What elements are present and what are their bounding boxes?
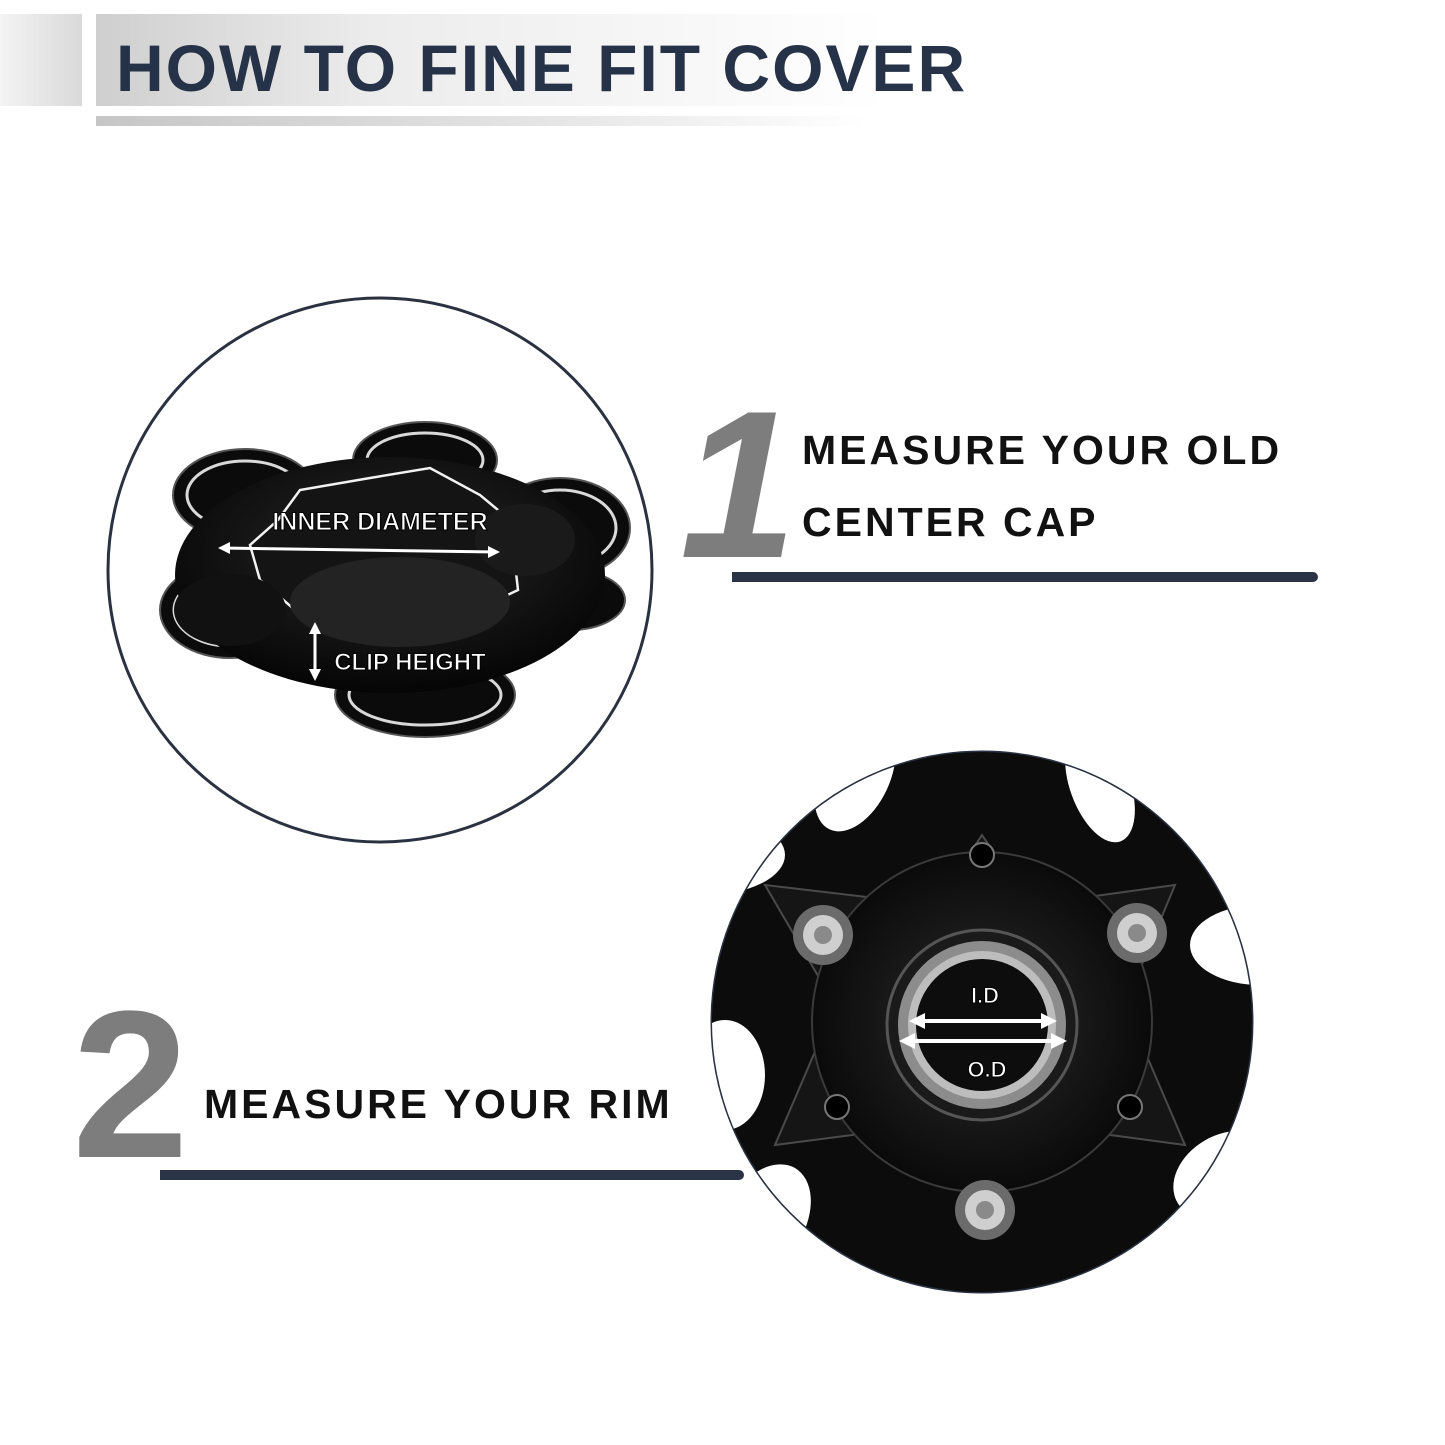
step-2-underline — [160, 1170, 744, 1180]
od-label: O.D — [967, 1057, 1006, 1082]
step-1-underline — [732, 572, 1318, 582]
id-label: I.D — [971, 983, 999, 1008]
center-cap-image: INNER DIAMETER CLIP HEIGHT — [106, 296, 654, 844]
step-2-number: 2 — [72, 967, 189, 1202]
rim-image: I.D O.D — [710, 750, 1254, 1294]
page-title: HOW TO FINE FIT COVER — [116, 31, 968, 105]
center-bore — [916, 959, 1048, 1091]
header-underline — [96, 116, 866, 126]
step-1-line-2: CENTER CAP — [802, 499, 1099, 545]
inner-diameter-arrow — [221, 546, 497, 554]
lug-nuts — [793, 842, 1167, 1240]
header-side-block — [0, 14, 82, 106]
inner-diameter-label: INNER DIAMETER — [272, 508, 487, 536]
step-1-number: 1 — [680, 367, 797, 602]
clip-height-label: CLIP HEIGHT — [334, 649, 486, 676]
step-1-line-1: MEASURE YOUR OLD — [802, 427, 1283, 473]
header-band — [96, 14, 886, 106]
step-2-line-1: MEASURE YOUR RIM — [204, 1081, 673, 1127]
